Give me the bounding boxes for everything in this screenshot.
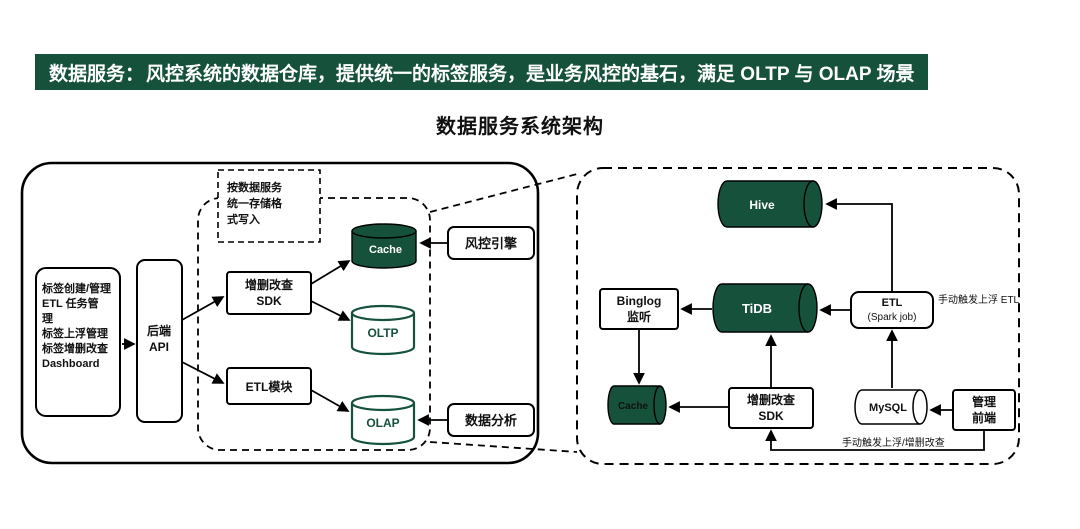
crud-sdk-box: [226, 271, 312, 315]
zoom-connector-top: [429, 173, 578, 213]
backend-api-label: API: [149, 340, 169, 354]
callout-line: 式写入: [227, 212, 260, 226]
backend-api-box: [136, 259, 183, 423]
arrow-sdk-to-oltp: [310, 300, 351, 321]
callout-line: 按数据服务: [227, 180, 283, 194]
etl-module-box: [226, 367, 312, 405]
etl-spark-job-label: ETL: [882, 297, 903, 309]
right-architecture-container: [576, 167, 1020, 465]
admin-panel-line: 理: [42, 312, 53, 325]
admin-panel-line: 标签增删改查: [41, 341, 108, 355]
admin-frontend-label: 前端: [972, 410, 996, 425]
callout-line: 统一存储格: [227, 196, 283, 210]
etl-spark-job-sublabel: (Spark job): [868, 312, 917, 323]
storage-dashed-region: [197, 197, 431, 451]
note-manual-crud: 手动触发上浮/增删改查: [842, 436, 945, 449]
etl-module-label: ETL模块: [246, 379, 294, 394]
arrow-api-to-sdk: [181, 296, 225, 321]
risk-engine-label: 风控引擎: [465, 236, 517, 251]
olap-cylinder: OLAP: [350, 394, 416, 446]
mysql-label: MySQL: [869, 402, 907, 414]
admin-panel-line: 标签上浮管理: [41, 326, 108, 340]
cache-cylinder: Cache: [351, 223, 417, 269]
arrow-api-to-etl: [181, 361, 225, 384]
hive-cylinder: Hive: [717, 180, 823, 228]
binglog-listener-label: Binglog: [617, 294, 662, 308]
cache-label: Cache: [369, 244, 402, 256]
admin-panel-box: [35, 267, 121, 417]
backend-api-label: 后端: [147, 323, 171, 338]
oltp-label: OLTP: [367, 326, 398, 340]
mysql-cylinder: MySQL: [854, 389, 928, 425]
tidb-cylinder: TiDB: [712, 283, 818, 333]
banner-prefix: 数据服务：: [49, 63, 145, 85]
crud-sdk-label: SDK: [256, 294, 282, 308]
crud-sdk-right-label: 增删改查: [747, 392, 796, 407]
binglog-listener-label: 监听: [627, 309, 651, 324]
oltp-cylinder: OLTP: [350, 304, 416, 356]
tidb-label: TiDB: [742, 301, 772, 316]
banner: 数据服务： 风控系统的数据仓库，提供统一的标签服务，是业务风控的基石，满足 OL…: [35, 54, 929, 90]
cache-right-label: Cache: [618, 401, 648, 412]
data-analysis-label: 数据分析: [465, 413, 517, 428]
arrow-sdk-to-cache: [310, 260, 351, 285]
crud-sdk-right-label: SDK: [758, 409, 784, 423]
admin-frontend-label: 管理: [972, 394, 996, 409]
write-format-callout: [217, 169, 321, 243]
admin-panel-line: ETL 任务管: [42, 296, 99, 310]
hive-label: Hive: [749, 198, 775, 212]
olap-label: OLAP: [366, 416, 399, 430]
note-manual-etl: 手动触发上浮 ETL: [938, 293, 1020, 306]
admin-panel-line: 标签创建/管理: [41, 281, 111, 295]
arrow-etlspark-to-hive: [825, 198, 893, 292]
diagram-title: 数据服务系统架构: [436, 116, 604, 138]
arrow-frontend-to-sdk-manual: [765, 429, 985, 451]
zoom-connector-bottom: [429, 441, 578, 453]
banner-text: 风控系统的数据仓库，提供统一的标签服务，是业务风控的基石，满足 OLTP 与 O…: [146, 63, 915, 85]
left-architecture-container: [20, 161, 540, 465]
arrow-etl-to-olap: [310, 389, 350, 412]
cache-cylinder-right: Cache: [607, 385, 667, 425]
crud-sdk-label: 增删改查: [245, 277, 294, 292]
admin-panel-line: Dashboard: [42, 358, 99, 370]
